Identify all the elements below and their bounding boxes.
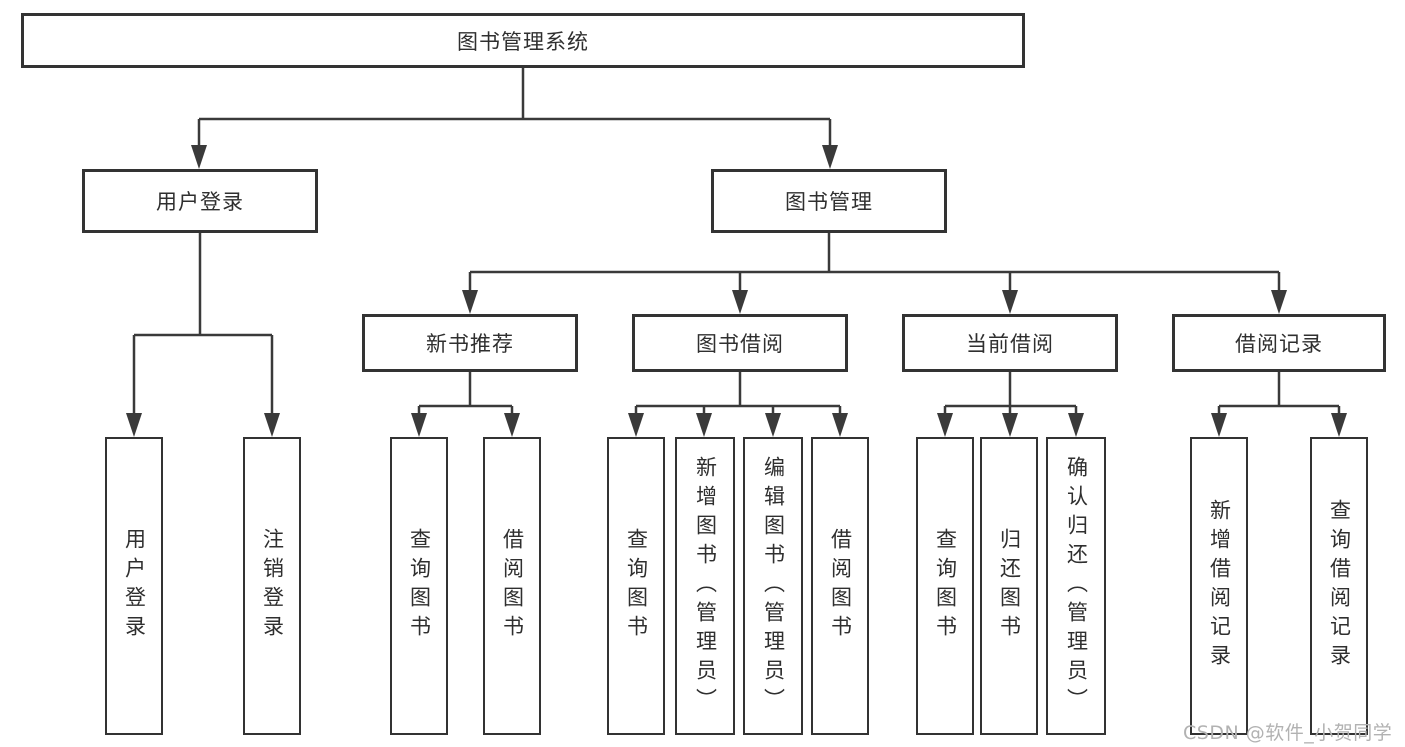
leaf-query-books-recommend: 查询图书 xyxy=(390,437,448,735)
node-book-borrow: 图书借阅 xyxy=(632,314,848,372)
node-label: 图书管理 xyxy=(785,190,873,214)
node-label: 新增图书（管理员） xyxy=(693,455,718,717)
leaf-query-books-borrow: 查询图书 xyxy=(607,437,665,735)
node-label: 图书管理系统 xyxy=(457,29,589,54)
node-new-book-recommend: 新书推荐 xyxy=(362,314,578,372)
node-label: 用户登录 xyxy=(156,190,244,214)
node-label: 确认归还（管理员） xyxy=(1064,455,1089,717)
leaf-query-books-current: 查询图书 xyxy=(916,437,974,735)
node-book-management: 图书管理 xyxy=(711,169,947,233)
node-label: 编辑图书（管理员） xyxy=(761,455,786,717)
node-user-login: 用户登录 xyxy=(82,169,318,233)
node-current-borrow: 当前借阅 xyxy=(902,314,1118,372)
leaf-add-borrow-record: 新增借阅记录 xyxy=(1190,437,1248,735)
connector-strokes xyxy=(132,68,1341,428)
node-library-system: 图书管理系统 xyxy=(21,13,1025,68)
leaf-add-book-admin: 新增图书（管理员） xyxy=(675,437,735,735)
node-label: 查询图书 xyxy=(624,528,649,644)
node-label: 新书推荐 xyxy=(426,332,514,356)
node-label: 注销登录 xyxy=(260,528,285,644)
node-label: 用户登录 xyxy=(122,528,147,644)
leaf-query-borrow-record: 查询借阅记录 xyxy=(1310,437,1368,735)
leaf-edit-book-admin: 编辑图书（管理员） xyxy=(743,437,803,735)
leaf-confirm-return-admin: 确认归还（管理员） xyxy=(1046,437,1106,735)
leaf-borrow-books: 借阅图书 xyxy=(811,437,869,735)
leaf-logout: 注销登录 xyxy=(243,437,301,735)
node-label: 图书借阅 xyxy=(696,332,784,356)
node-label: 归还图书 xyxy=(997,528,1022,644)
node-label: 借阅图书 xyxy=(500,528,525,644)
node-label: 借阅记录 xyxy=(1235,332,1323,356)
node-label: 新增借阅记录 xyxy=(1207,499,1232,673)
node-label: 查询借阅记录 xyxy=(1327,499,1352,673)
leaf-return-books: 归还图书 xyxy=(980,437,1038,735)
node-label: 借阅图书 xyxy=(828,528,853,644)
leaf-borrow-books-recommend: 借阅图书 xyxy=(483,437,541,735)
node-label: 查询图书 xyxy=(407,528,432,644)
leaf-user-login: 用户登录 xyxy=(105,437,163,735)
node-label: 查询图书 xyxy=(933,528,958,644)
node-label: 当前借阅 xyxy=(966,332,1054,356)
csdn-watermark: CSDN @软件_小贺同学 xyxy=(1183,722,1393,744)
node-borrow-records: 借阅记录 xyxy=(1172,314,1386,372)
